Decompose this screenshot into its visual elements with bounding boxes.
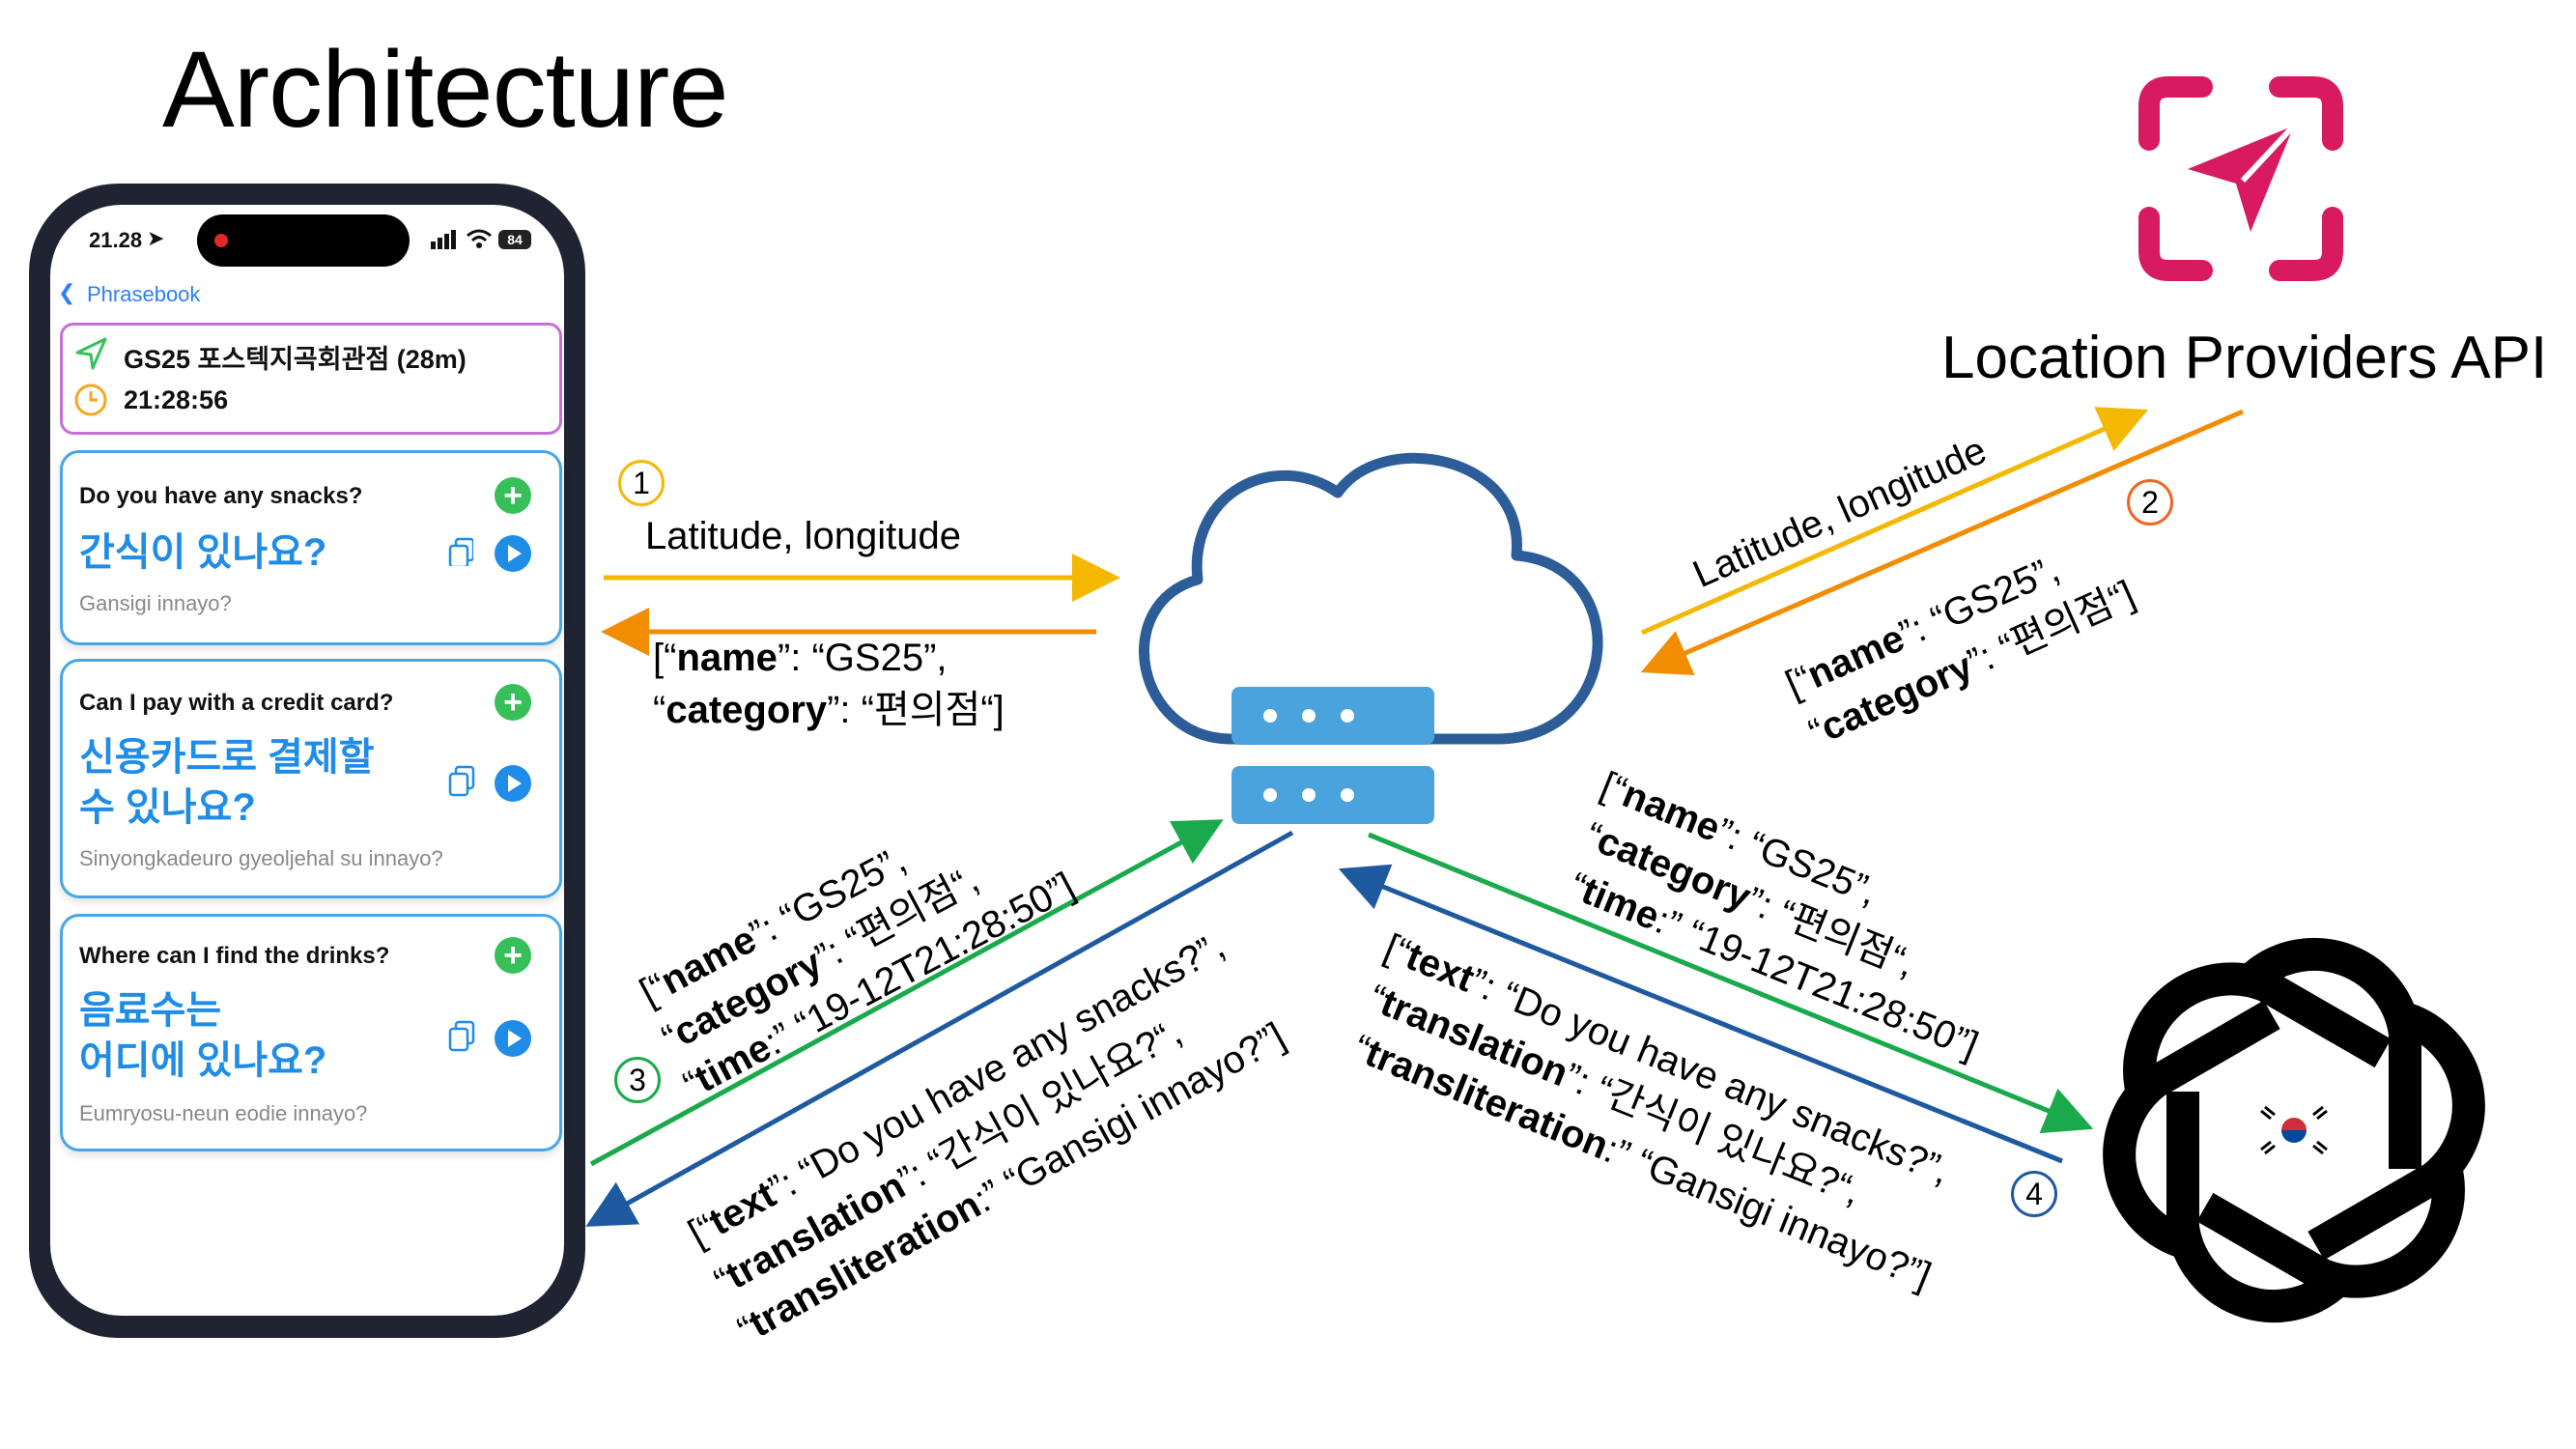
- cloud-server-icon: [1139, 452, 1603, 824]
- wifi-icon: [466, 228, 493, 254]
- arrow-step4-request: [1368, 832, 2094, 1134]
- korean-flag-icon: [2255, 1103, 2333, 1157]
- step-2-badge: 2: [2127, 479, 2173, 526]
- status-time: 21.28: [89, 228, 143, 252]
- clock-icon: [73, 383, 108, 422]
- add-icon[interactable]: +: [495, 477, 531, 514]
- location-card: [60, 323, 562, 435]
- phrase-question: Do you have any snacks?: [79, 483, 363, 509]
- recording-dot-icon: [214, 234, 228, 247]
- phrase-romanization: Sinyongkadeuro gyeoljehal su innayo?: [79, 846, 443, 870]
- play-audio-icon[interactable]: [495, 1020, 531, 1057]
- cloud-outline: [1139, 452, 1603, 745]
- add-icon[interactable]: +: [495, 684, 531, 721]
- phrase-translation-line: 수 있나요?: [79, 786, 256, 829]
- step-4-badge: 4: [2011, 1171, 2057, 1217]
- phrase-question: Where can I find the drinks?: [79, 943, 390, 969]
- step-1-badge: 1: [618, 460, 665, 506]
- location-name: GS25 포스텍지곡회관점 (28m): [124, 345, 467, 374]
- phrase-card[interactable]: [60, 659, 562, 898]
- play-audio-icon[interactable]: [495, 535, 531, 572]
- arrow-step3-request: [589, 819, 1224, 1167]
- signal-icon: [431, 230, 458, 254]
- play-audio-icon[interactable]: [495, 765, 531, 802]
- phrase-translation-line: 신용카드로 결제할: [79, 736, 375, 779]
- navigation-icon: [73, 336, 108, 376]
- step-3-badge: 3: [614, 1057, 661, 1103]
- back-chevron-icon[interactable]: ❮: [58, 280, 76, 304]
- arrow-step3-response: [585, 830, 1294, 1227]
- server-rack-top: [1231, 687, 1434, 745]
- arrow-step2-request: [1640, 407, 2149, 636]
- server-rack-bottom: [1231, 766, 1434, 824]
- location-api-logo: [2138, 76, 2343, 281]
- llm-logo-icon: [2081, 918, 2506, 1343]
- slide-title: Architecture: [162, 29, 729, 150]
- phrase-translation-line: 음료수는: [79, 989, 222, 1032]
- phrase-romanization: Eumryosu-neun eodie innayo?: [79, 1101, 368, 1125]
- step1-request-label: Latitude, longitude: [645, 515, 961, 557]
- phrase-translation: 간식이 있나요?: [79, 531, 327, 574]
- location-api-label: Location Providers API: [1941, 325, 2548, 391]
- add-icon[interactable]: +: [495, 937, 531, 974]
- phrase-card[interactable]: [60, 914, 562, 1151]
- location-arrow-icon: ➤: [147, 226, 165, 250]
- step1-response-line: [“name”: “GS25”,: [653, 637, 948, 679]
- location-time: 21:28:56: [124, 385, 229, 414]
- arrow-step2-response: [1640, 409, 2244, 676]
- phrase-translation-line: 어디에 있나요?: [79, 1039, 327, 1082]
- copy-icon[interactable]: [448, 1020, 477, 1058]
- arrow-step4-response: [1338, 864, 2063, 1164]
- phrase-card[interactable]: [60, 450, 562, 645]
- phrase-question: Can I pay with a credit card?: [79, 690, 394, 716]
- dynamic-island: [197, 214, 410, 267]
- step1-response-line: “category”: “편의점“]: [653, 689, 1005, 731]
- copy-icon[interactable]: [448, 765, 477, 803]
- battery-icon: 84: [498, 230, 531, 249]
- back-button[interactable]: Phrasebook: [87, 282, 201, 306]
- phrase-romanization: Gansigi innayo?: [79, 591, 232, 615]
